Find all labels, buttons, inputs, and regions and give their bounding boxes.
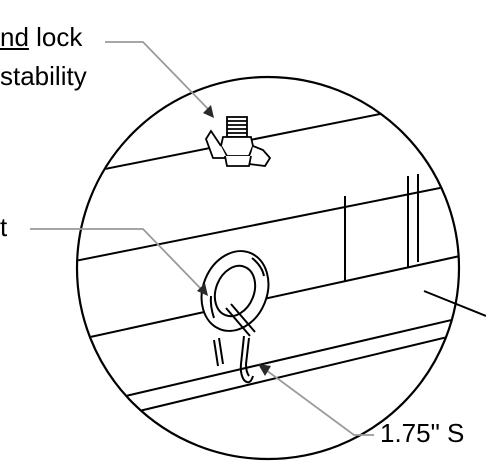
callout-label-pin-size: 1.75" S (380, 418, 465, 448)
clamp-ring (200, 250, 270, 332)
detail-connector-line (423, 290, 486, 317)
callout-label-wing-nut: nd lock (0, 22, 82, 52)
wing-nut (205, 116, 272, 167)
callout-label-rest: lock (28, 22, 83, 52)
callout-label-underlined-part: nd (0, 22, 29, 52)
spring-pin (213, 303, 256, 384)
callout-label-clamp: t (0, 212, 8, 242)
leader-arrowheads (197, 105, 271, 376)
leader-lines (30, 41, 374, 436)
callout-label-stability: stability (0, 61, 87, 91)
detail-circle (75, 75, 461, 461)
